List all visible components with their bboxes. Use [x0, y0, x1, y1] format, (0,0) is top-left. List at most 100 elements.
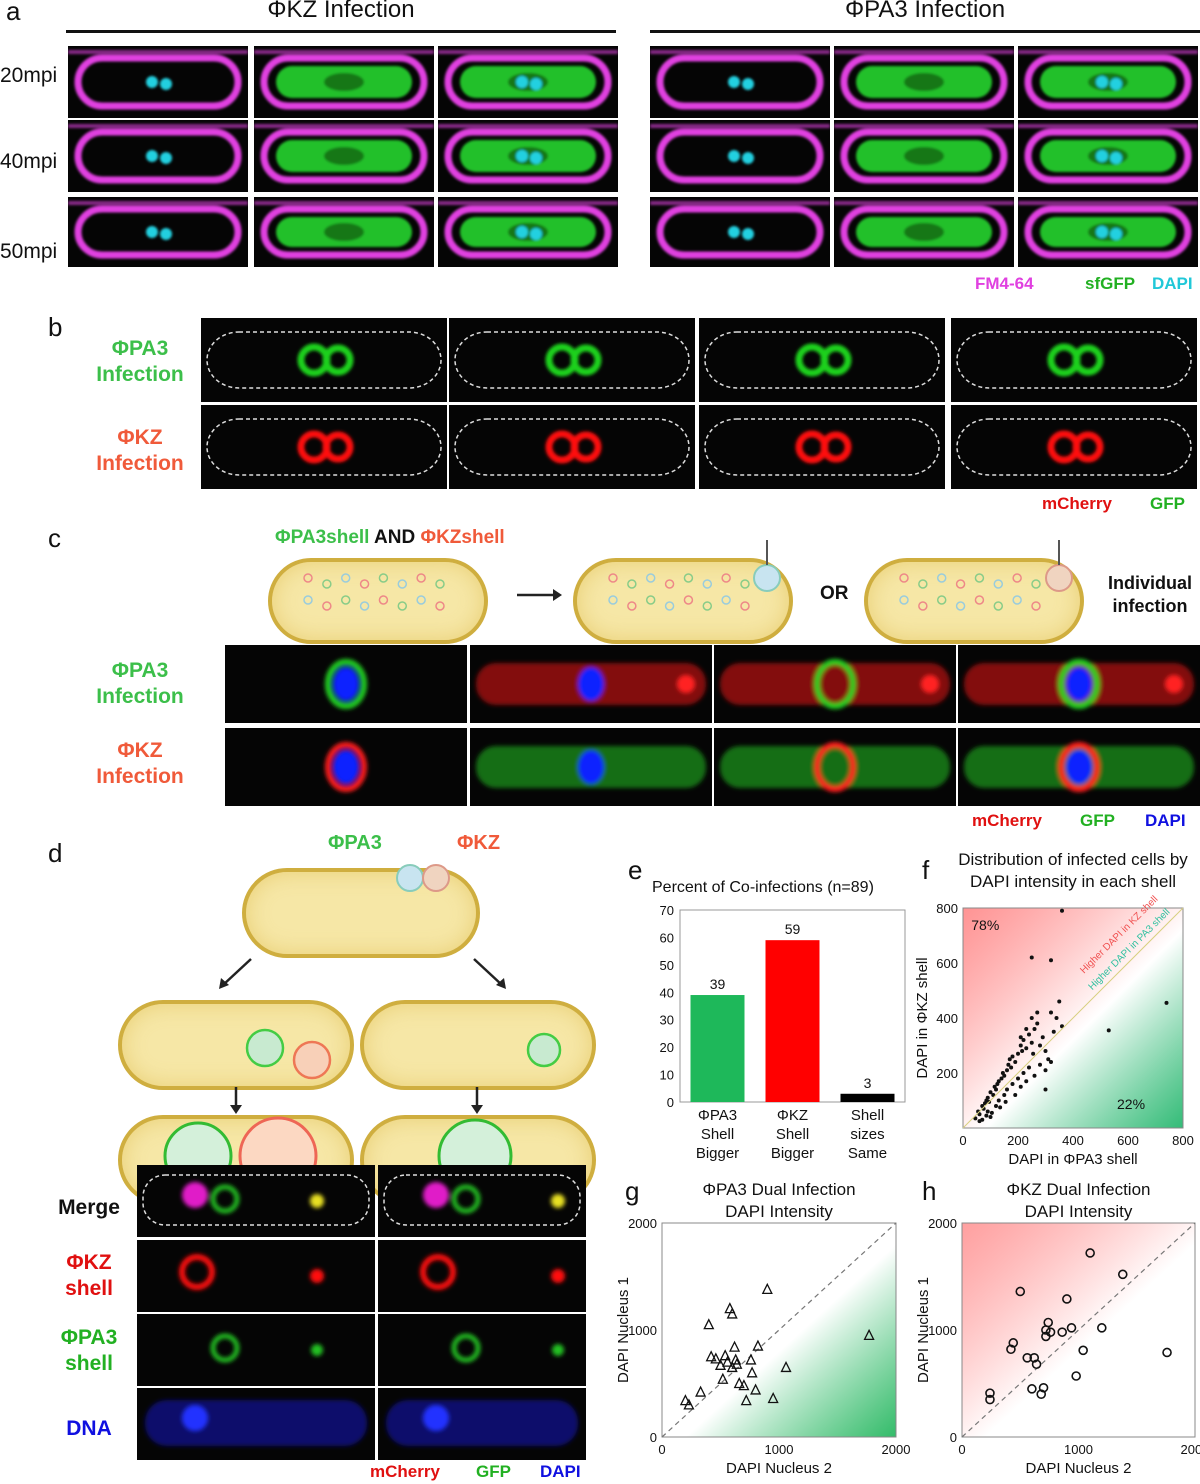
panel-d-row-dna: DNA [44, 1416, 134, 1442]
panel-c-tile-0-3 [958, 645, 1200, 723]
chart-f-point-58 [1027, 1065, 1031, 1070]
chart-g-point-4 [705, 1350, 717, 1362]
chart-g-point-26 [863, 1328, 875, 1341]
panel-c-capsid-2-14 [1012, 595, 1022, 605]
chart-f-point-54 [1005, 1087, 1009, 1092]
panel-d-tile-1-0 [137, 1240, 375, 1312]
chart-g-point-23 [761, 1282, 773, 1294]
chart-f-point-35 [1040, 1035, 1045, 1040]
chart-e-ytick-7: 70 [660, 903, 674, 918]
panel-c-capsid-2-8 [899, 595, 909, 605]
chart-f-point-66 [1018, 1084, 1023, 1089]
chart-f-point-0 [973, 1116, 978, 1121]
chart-f-annotation-1: 22% [1117, 1096, 1145, 1112]
chart-e-ytick-0: 0 [667, 1095, 674, 1110]
panel-d-tile-2-0 [137, 1314, 375, 1386]
panel-c-capsid-0-4 [378, 573, 389, 583]
chart-f-point-25 [1018, 1043, 1023, 1048]
chart-f-point-61 [984, 1113, 989, 1118]
chart-g-point-8 [719, 1349, 731, 1361]
panel-a-tile-0-2-0 [68, 197, 248, 267]
panel-c-capsid-0-5 [397, 579, 408, 589]
chart-e-value-0: 39 [710, 976, 726, 992]
panel-c-capsid-0-14 [416, 595, 426, 605]
chart-f-point-49 [985, 1109, 990, 1114]
panel-b-row1-line2: Infection [96, 363, 184, 387]
chart-e-category-0-2: Bigger [696, 1145, 739, 1162]
panel-c-capsid-0-12 [378, 595, 389, 605]
chart-f-point-17 [1002, 1073, 1007, 1078]
chart-g-ytick-2: 2000 [628, 1216, 657, 1231]
panel-b-row2-label: ΦKZ Infection [80, 425, 200, 478]
panel-a-tile-1-1-2 [1018, 120, 1198, 192]
panel-a-row-20mpi: 20mpi [0, 64, 58, 87]
chart-g-point-1 [683, 1398, 695, 1410]
panel-a-tile-1-2-1 [834, 197, 1014, 267]
chart-e-ytick-6: 60 [660, 930, 674, 945]
panel-c-heading-kz: ΦKZshell [420, 527, 505, 548]
panel-a-tile-0-1-1 [254, 120, 434, 192]
chart-f-point-32 [1032, 1027, 1037, 1031]
chart-e-category-0-1: Shell [701, 1126, 734, 1143]
chart-f-point-18 [1005, 1068, 1009, 1073]
panel-c-row2-line1: ΦKZ [117, 739, 163, 762]
panel-d-tile-0-0 [137, 1165, 375, 1237]
panel-c-capsid-2-11 [955, 601, 966, 611]
chart-f-point-62 [989, 1110, 994, 1115]
chart-h-point-9 [1036, 1389, 1047, 1399]
chart-f-point-19 [1006, 1062, 1011, 1067]
panel-c-capsid-0-1 [322, 579, 332, 589]
chart-e-ytick-5: 50 [660, 958, 674, 973]
chart-g-point-0 [679, 1394, 691, 1406]
chart-f-xtick-2: 400 [1062, 1133, 1084, 1148]
panel-d-tile-0-1 [378, 1165, 586, 1237]
panel-d-row-merge: Merge [44, 1195, 134, 1221]
panel-g-letter: g [625, 1176, 640, 1206]
chart-e-ytick-1: 10 [660, 1068, 674, 1083]
chart-e-category-1-1: Shell [776, 1126, 809, 1143]
chart-g-point-9 [721, 1355, 734, 1367]
chart-h-point-4 [1015, 1286, 1026, 1297]
panel-a-channel-fm464: FM4-64 [975, 274, 1034, 293]
panel-b-tile-0-1 [449, 318, 695, 402]
chart-h-point-8 [1031, 1359, 1042, 1370]
panel-c-capsid-1-14 [721, 595, 731, 605]
panel-h-letter: h [922, 1176, 937, 1206]
chart-g-point-17 [738, 1379, 750, 1391]
panel-c-capsid-1-3 [664, 579, 675, 589]
chart-g-ytick-1: 1000 [628, 1323, 657, 1338]
chart-h-diagonal [961, 1222, 1196, 1438]
chart-f-point-9 [988, 1090, 993, 1095]
panel-c-capsid-2-7 [1031, 579, 1041, 589]
panel-d-small-shell-pa3 [245, 1028, 285, 1068]
chart-h-point-17 [1066, 1323, 1077, 1333]
chart-e-category-2-2: Same [848, 1145, 887, 1162]
panel-c-capsid-1-8 [608, 595, 618, 605]
chart-g-point-15 [731, 1357, 743, 1369]
chart-h-xlabel: DAPI Nucleus 2 [1026, 1460, 1132, 1477]
panel-d-channel-mcherry: mCherry [370, 1462, 440, 1481]
chart-h-point-18 [1071, 1371, 1081, 1381]
panel-c-channel-dapi: DAPI [1145, 811, 1186, 830]
panel-c-capsid-1-2 [645, 573, 656, 583]
panel-d-shell-diagrams [163, 864, 562, 1196]
panel-d-tile-2-1 [378, 1314, 586, 1386]
panel-c-capsid-2-15 [1031, 601, 1041, 611]
chart-f-point-2 [977, 1112, 982, 1117]
panel-c-capsid-0-2 [340, 573, 351, 583]
panel-d-tile-3-0 [137, 1388, 375, 1460]
chart-h-ylabel: DAPI Nucleus 1 [915, 1277, 932, 1383]
panel-d-row-pa3-line2: shell [65, 1352, 113, 1376]
panel-c-capsid-2-12 [974, 595, 985, 605]
chart-h-point-20 [1085, 1248, 1095, 1258]
chart-e-bar-1 [765, 940, 820, 1102]
panel-c-tile-0-1 [470, 645, 712, 723]
panel-c-capsid-1-9 [627, 601, 637, 611]
panel-d-row-pa3-line1: ΦPA3 [60, 1326, 118, 1349]
chart-g-point-22 [752, 1339, 764, 1351]
chart-g-point-5 [710, 1352, 722, 1364]
chart-f-point-37 [1046, 1057, 1051, 1062]
panel-a-tile-1-1-0 [650, 120, 830, 192]
panel-b-tile-1-0 [201, 405, 447, 489]
